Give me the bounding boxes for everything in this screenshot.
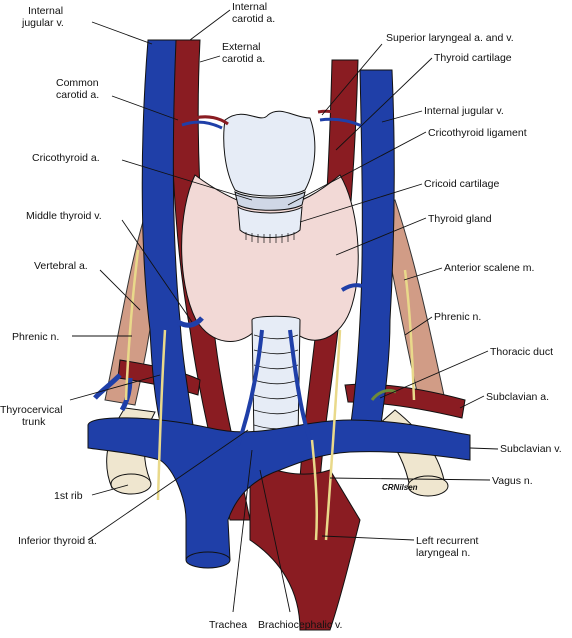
cricothyroid-ligament (234, 191, 306, 211)
label-brachiocephalic-v: Brachiocephalic v. (258, 619, 342, 631)
label-trachea: Trachea (209, 619, 247, 631)
superior-laryngeal-veins (181, 117, 363, 130)
label-superior-laryngeal: Superior laryngeal a. and v. (386, 32, 514, 44)
label-internal-carotid-a: Internal carotid a. (232, 1, 275, 25)
label-phrenic-n-right: Phrenic n. (434, 311, 481, 323)
middle-thyroid-vein (176, 316, 204, 328)
label-vagus-n: Vagus n. (492, 475, 533, 487)
label-vertebral-a: Vertebral a. (34, 260, 88, 272)
label-thoracic-duct: Thoracic duct (490, 346, 553, 358)
label-middle-thyroid-v: Middle thyroid v. (26, 210, 102, 222)
label-internal-jugular-v-right: Internal jugular v. (424, 105, 504, 117)
nerves (124, 249, 416, 541)
cricoid-cartilage (237, 206, 303, 238)
anatomy-drawing (87, 39, 471, 631)
thyroid-cartilage (223, 110, 316, 197)
right-thyroid-vein (340, 283, 363, 292)
label-thyroid-cartilage: Thyroid cartilage (434, 52, 512, 64)
label-inferior-thyroid-a: Inferior thyroid a. (18, 535, 97, 547)
thyrocervical-trunk-branches (93, 373, 133, 412)
brachiocephalic-trunk (249, 459, 361, 631)
superior-vena-cava-opening (185, 551, 231, 569)
brachiocephalic-venous-arch (87, 417, 471, 561)
right-vagus-nerve (324, 329, 342, 541)
label-thyrocervical-trunk: Thyrocervical trunk (0, 404, 65, 428)
left-phrenic-nerve (124, 249, 140, 401)
label-subclavian-a: Subclavian a. (486, 391, 549, 403)
anatomy-labels: Internal jugular v. Internal carotid a. … (0, 1, 562, 631)
superior-laryngeal-vessels (194, 109, 351, 126)
label-common-carotid-a: Common carotid a. (56, 77, 102, 101)
thoracic-duct (370, 388, 397, 401)
label-thyroid-gland: Thyroid gland (428, 213, 492, 225)
label-cricothyroid-a: Cricothyroid a. (32, 152, 100, 164)
label-cricoid-cartilage: Cricoid cartilage (424, 178, 499, 190)
left-vagus-nerve (156, 329, 167, 501)
leader-lines (69, 9, 499, 613)
label-anterior-scalene-m: Anterior scalene m. (444, 262, 534, 274)
label-external-carotid-a: External carotid a. (222, 41, 265, 65)
artist-signature: CRNilsen (382, 483, 418, 492)
left-recurrent-laryngeal-nerve (310, 439, 319, 541)
label-cricothyroid-ligament: Cricothyroid ligament (428, 127, 527, 139)
label-1st-rib: 1st rib (54, 490, 83, 502)
cricoid-ridges (245, 232, 295, 243)
label-internal-jugular-v-left: Internal jugular v. (21, 5, 66, 29)
inferior-thyroid-veins (236, 329, 312, 446)
label-subclavian-v: Subclavian v. (500, 443, 562, 455)
label-left-recurrent-laryngeal-n: Left recurrent laryngeal n. (416, 535, 481, 559)
label-phrenic-n-left: Phrenic n. (12, 331, 59, 343)
